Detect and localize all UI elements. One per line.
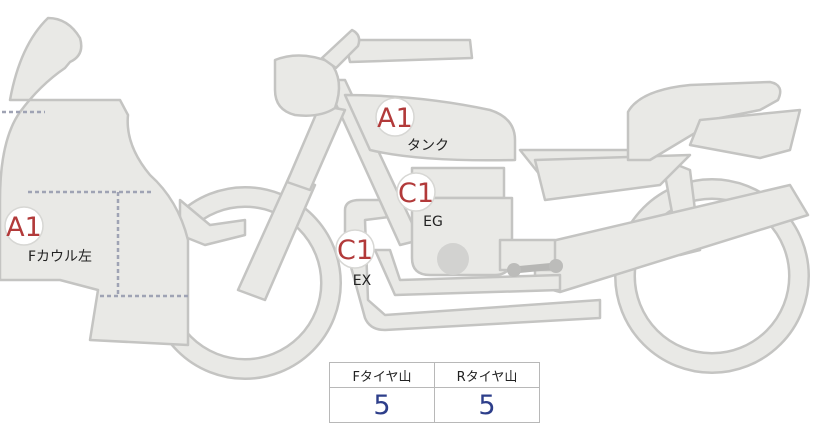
lower-frame: [373, 248, 562, 297]
front-cowl-left-callout: A1 Fカウル左: [4, 206, 92, 265]
rear-wheel: [614, 178, 810, 374]
front-tire-tread-header: Fタイヤ山: [329, 362, 435, 388]
tail-light: [688, 108, 802, 160]
exhaust-grade: C1: [337, 235, 373, 266]
engine-label: EG: [423, 214, 443, 230]
front-tire-tread-value: 5: [329, 387, 435, 423]
exhaust-pipe: [343, 198, 602, 332]
front-cowl-left-shape: [0, 16, 190, 347]
exhaust-label: EX: [353, 273, 372, 289]
tread-header-row: Fタイヤ山 Rタイヤ山: [329, 362, 540, 388]
tank-grade: A1: [377, 103, 413, 134]
exhaust-callout: C1 EX: [335, 229, 375, 289]
tire-tread-table: Fタイヤ山 Rタイヤ山 5 5: [329, 362, 540, 423]
tread-value-row: 5 5: [329, 387, 540, 423]
footrest: [507, 259, 563, 277]
front-cowl-left-grade: A1: [6, 212, 42, 243]
front-cowl-left-label: Fカウル左: [28, 249, 92, 265]
tank-label: タンク: [407, 138, 449, 154]
tank-callout: A1 タンク: [375, 97, 449, 154]
rear-tire-tread-value: 5: [434, 387, 540, 423]
steering-stem: [285, 103, 347, 192]
headlight: [273, 54, 341, 117]
rear-tire-tread-header: Rタイヤ山: [434, 362, 540, 388]
handlebar: [343, 38, 474, 64]
engine-grade: C1: [398, 178, 434, 209]
mirror: [320, 28, 361, 70]
engine-callout: C1 EG: [396, 172, 443, 230]
